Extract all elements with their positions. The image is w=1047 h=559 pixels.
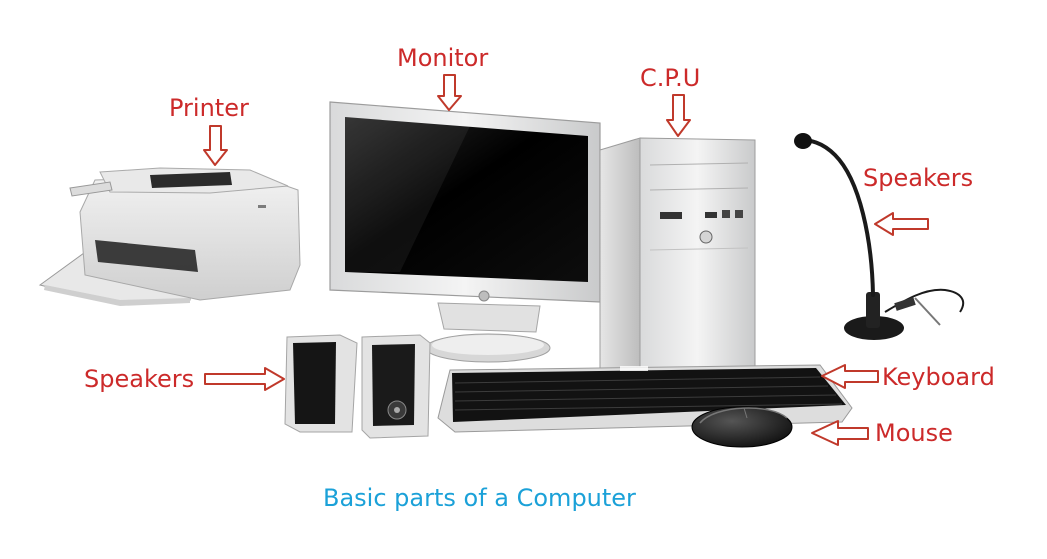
arrow-speakers-right	[874, 212, 929, 236]
label-keyboard: Keyboard	[882, 363, 995, 391]
monitor-illustration	[329, 101, 601, 363]
label-speakers-right: Speakers	[863, 164, 974, 192]
cpu-tower-illustration	[599, 137, 756, 379]
speakers-illustration	[284, 334, 431, 439]
microphone-illustration	[794, 133, 965, 340]
label-speakers-left: Speakers	[84, 365, 195, 393]
label-monitor: Monitor	[397, 44, 489, 72]
label-printer: Printer	[169, 94, 249, 122]
label-mouse: Mouse	[875, 419, 953, 447]
arrow-printer	[203, 125, 228, 166]
arrow-speakers-left	[204, 367, 285, 391]
mouse-illustration	[691, 406, 793, 448]
arrow-cpu	[666, 94, 691, 137]
diagram-caption: Basic parts of a Computer	[323, 484, 636, 512]
arrow-monitor	[437, 74, 462, 111]
printer-illustration	[38, 167, 301, 306]
arrow-mouse	[811, 420, 869, 446]
label-cpu: C.P.U	[640, 64, 701, 92]
arrow-keyboard	[821, 364, 879, 389]
